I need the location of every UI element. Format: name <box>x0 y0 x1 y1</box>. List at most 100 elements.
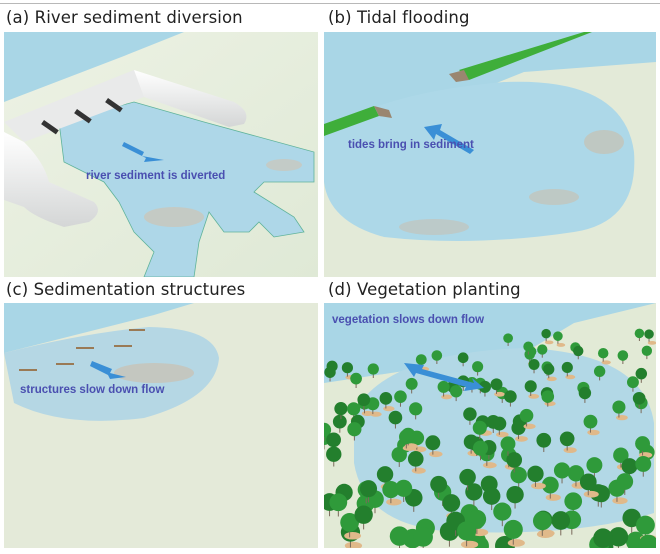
tree-icon <box>617 350 629 361</box>
tree-icon <box>442 494 461 512</box>
dike-end <box>374 106 392 118</box>
tidal-basin <box>324 81 635 241</box>
gate-pipe <box>41 120 59 135</box>
tree-icon <box>472 420 487 435</box>
tree-icon <box>415 354 427 365</box>
tree-icon <box>532 511 552 531</box>
sand-patch <box>460 540 479 548</box>
tree-icon <box>326 432 341 448</box>
dike-left <box>324 106 379 136</box>
tree-icon <box>472 361 484 373</box>
sand-patch <box>441 394 453 400</box>
sand-patch <box>546 376 557 382</box>
tree-icon <box>627 376 639 389</box>
sand-patch <box>411 467 426 474</box>
tree-icon <box>536 432 552 448</box>
flow-arrow-icon <box>122 142 164 162</box>
tree-icon <box>395 479 413 497</box>
tree-icon <box>644 329 654 339</box>
sand-patch <box>565 374 576 380</box>
tree-icon <box>641 345 653 357</box>
tree-icon <box>326 446 342 462</box>
tree-icon <box>593 528 613 548</box>
tree-icon <box>347 402 361 416</box>
tree-icon <box>519 408 534 423</box>
tree-icon <box>459 468 476 486</box>
tree-icon <box>359 480 378 498</box>
panel-d-title: (d) Vegetation planting <box>328 280 521 299</box>
panel-c-illustration: structures slow down flow <box>4 303 318 548</box>
tree-icon <box>425 435 441 451</box>
sand-patch <box>601 360 611 365</box>
sediment-patch <box>584 130 624 154</box>
sediment-patch <box>266 159 302 171</box>
gate-pipe <box>74 109 92 124</box>
panel-c-title: (c) Sedimentation structures <box>6 280 246 299</box>
tree-icon <box>382 480 400 499</box>
tree-icon <box>578 386 592 400</box>
sand-patch <box>544 340 554 345</box>
sand-patch <box>612 497 628 505</box>
tree-icon <box>612 400 626 414</box>
sea-water <box>4 32 184 102</box>
tree-icon <box>490 378 503 391</box>
tree-icon <box>449 385 463 398</box>
tree-icon <box>635 456 652 472</box>
tree-icon <box>608 527 629 547</box>
tree-icon <box>388 410 403 425</box>
tide-arrow-icon <box>424 124 474 154</box>
sea-water <box>324 303 656 383</box>
sand-patch <box>616 414 628 421</box>
panel-a-annotation: river sediment is diverted <box>86 170 225 182</box>
panel-c-annotation: structures slow down flow <box>20 384 164 396</box>
fence-structures <box>19 329 145 371</box>
sand-patch <box>536 530 554 538</box>
tree-icon <box>486 415 501 429</box>
panel-a-title: (a) River sediment diversion <box>6 8 243 27</box>
diversion-wall-back <box>4 70 144 142</box>
sand-patch <box>386 498 402 506</box>
tree-icon <box>528 358 540 370</box>
sand-patch <box>402 445 416 452</box>
tree-icon <box>510 466 527 484</box>
sand-patch <box>515 436 528 442</box>
tree-icon <box>347 422 362 437</box>
tree-icon <box>583 414 598 429</box>
tree-icon <box>553 331 563 341</box>
dike-end <box>449 70 469 82</box>
tree-icon <box>357 393 371 407</box>
tree-icon <box>457 521 477 541</box>
tree-icon <box>593 365 606 378</box>
sand-patch <box>556 343 566 347</box>
tree-icon <box>635 436 650 452</box>
tree-icon <box>465 483 483 501</box>
tree-icon <box>332 414 347 429</box>
tree-icon <box>559 431 575 447</box>
tree-icon <box>376 466 394 483</box>
top-rule <box>0 3 660 4</box>
sand-patch <box>647 340 656 345</box>
panel-b-title: (b) Tidal flooding <box>328 8 470 27</box>
tree-icon <box>405 377 418 390</box>
tree-icon <box>407 451 424 467</box>
tree-icon <box>543 363 555 375</box>
tree-icon <box>541 476 559 494</box>
tree-icon <box>504 390 517 403</box>
tree-icon <box>437 380 450 393</box>
tree-icon <box>506 452 523 468</box>
tree-icon <box>324 422 332 437</box>
tree-icon <box>340 513 359 532</box>
panel-b-illustration: tides bring in sediment <box>324 32 656 277</box>
tree-icon <box>457 352 469 364</box>
dike-right <box>459 32 592 80</box>
tree-icon <box>394 390 407 403</box>
sand-patch <box>494 391 505 397</box>
sand-patch <box>429 451 443 458</box>
tree-icon <box>482 487 501 505</box>
tree-icon <box>367 363 379 375</box>
tree-icon <box>524 349 535 360</box>
tree-icon <box>409 402 423 416</box>
sand-patch <box>528 393 540 399</box>
mangrove-trees <box>324 328 656 548</box>
tree-icon <box>506 485 524 504</box>
